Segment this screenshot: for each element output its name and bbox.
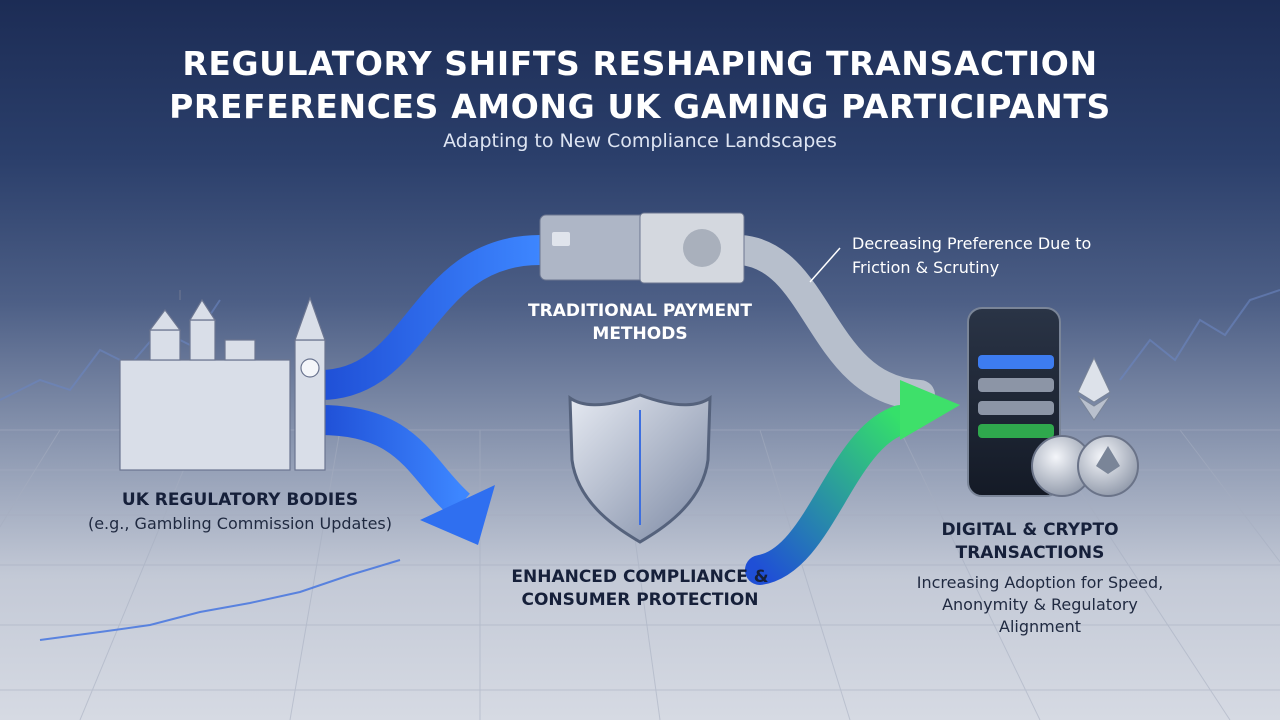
ethereum-icon xyxy=(1077,356,1111,403)
digital-crypto-title: DIGITAL & CRYPTO TRANSACTIONS xyxy=(941,520,1119,563)
page-subtitle: Adapting to New Compliance Landscapes xyxy=(443,130,837,152)
flow-traditional-decline xyxy=(725,235,935,410)
flow-arrowhead-digital xyxy=(900,380,960,440)
background-market-line-left xyxy=(0,299,221,401)
note-pointer xyxy=(809,247,841,283)
traditional-decline-note: Decreasing Preference Due to Friction & … xyxy=(852,234,1092,277)
uk-regulators-subtitle: (e.g., Gambling Commission Updates) xyxy=(87,514,393,533)
page-title: REGULATORY SHIFTS RESHAPING TRANSACTION … xyxy=(169,44,1111,126)
digital-crypto-subtitle: Increasing Adoption for Speed, Anonymity… xyxy=(916,573,1164,636)
parliament-icon xyxy=(119,290,326,471)
flow-lower-to-compliance xyxy=(319,405,471,517)
compliance-title: ENHANCED COMPLIANCE & CONSUMER PROTECTIO… xyxy=(511,567,769,610)
background-market-line-right xyxy=(1119,289,1280,381)
payment-card-icon xyxy=(539,214,651,281)
uk-regulators-title: UK REGULATORY BODIES xyxy=(121,490,359,510)
flow-arrowhead-compliance xyxy=(420,485,495,545)
traditional-payments-title: TRADITIONAL PAYMENT METHODS xyxy=(528,301,752,344)
background-trend-line xyxy=(39,559,401,641)
flow-compliance-to-digital xyxy=(745,405,915,585)
flow-upper-to-traditional xyxy=(305,235,555,400)
